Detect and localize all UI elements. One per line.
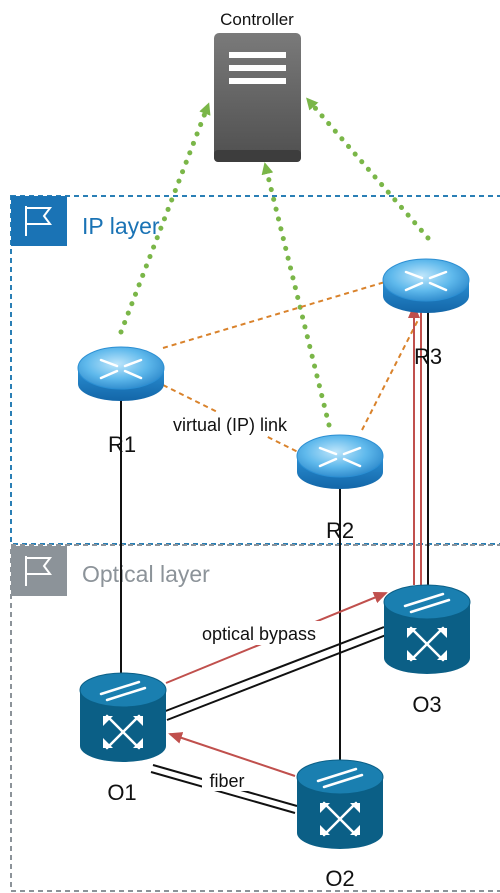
fiber-o1-o3-b: [166, 634, 387, 721]
bypass-o2-o1: [168, 732, 296, 777]
optical-switch-icon: [296, 759, 384, 849]
optical-node-o2[interactable]: [296, 759, 384, 849]
control-links: [118, 97, 431, 428]
virtual-link-r1-r3: [162, 281, 386, 349]
controller-label: Controller: [220, 10, 294, 29]
physical-links: [120, 306, 429, 814]
ip-layer-label: IP layer: [82, 213, 160, 239]
router-icon: [296, 434, 384, 489]
control-link-r1: [118, 102, 211, 335]
fiber-o1-o3-a: [162, 626, 385, 713]
optical-switch-icon: [79, 672, 167, 762]
virtual-link-r2-r3: [361, 319, 419, 431]
node-label-o3: O3: [412, 692, 441, 717]
fiber-label: fiber: [209, 771, 244, 791]
router-r1[interactable]: [77, 346, 165, 401]
optical-layer-flag-badge: [11, 546, 67, 596]
node-label-o2: O2: [325, 866, 354, 891]
optical-layer-box: Optical layer: [10, 544, 500, 892]
fiber-o1-o2-b: [150, 771, 296, 814]
router-icon: [77, 346, 165, 401]
control-link-r3: [306, 97, 431, 241]
ip-layer-box: IP layer: [10, 195, 500, 545]
control-link-r2: [261, 162, 332, 428]
optical-node-o1[interactable]: [79, 672, 167, 762]
fiber-label-bg: [202, 769, 252, 791]
ip-layer-flag-badge: [11, 196, 67, 246]
virtual-link-label: virtual (IP) link: [173, 415, 288, 435]
router-r3[interactable]: [382, 258, 470, 313]
router-icon: [382, 258, 470, 313]
virtual-link-label-bg: [158, 412, 304, 436]
server-icon: [214, 33, 301, 162]
optical-layer-label: Optical layer: [82, 561, 210, 587]
node-label-r3: R3: [414, 344, 442, 369]
node-label-r1: R1: [108, 432, 136, 457]
optical-bypass-label: optical bypass: [202, 624, 316, 644]
optical-bypass-label-bg: [186, 621, 334, 645]
optical-node-o3[interactable]: [383, 584, 471, 674]
flag-icon: [25, 556, 52, 586]
node-label-o1: O1: [107, 780, 136, 805]
node-label-r2: R2: [326, 518, 354, 543]
flag-icon: [25, 206, 52, 236]
optical-switch-icon: [383, 584, 471, 674]
router-r2[interactable]: [296, 434, 384, 489]
